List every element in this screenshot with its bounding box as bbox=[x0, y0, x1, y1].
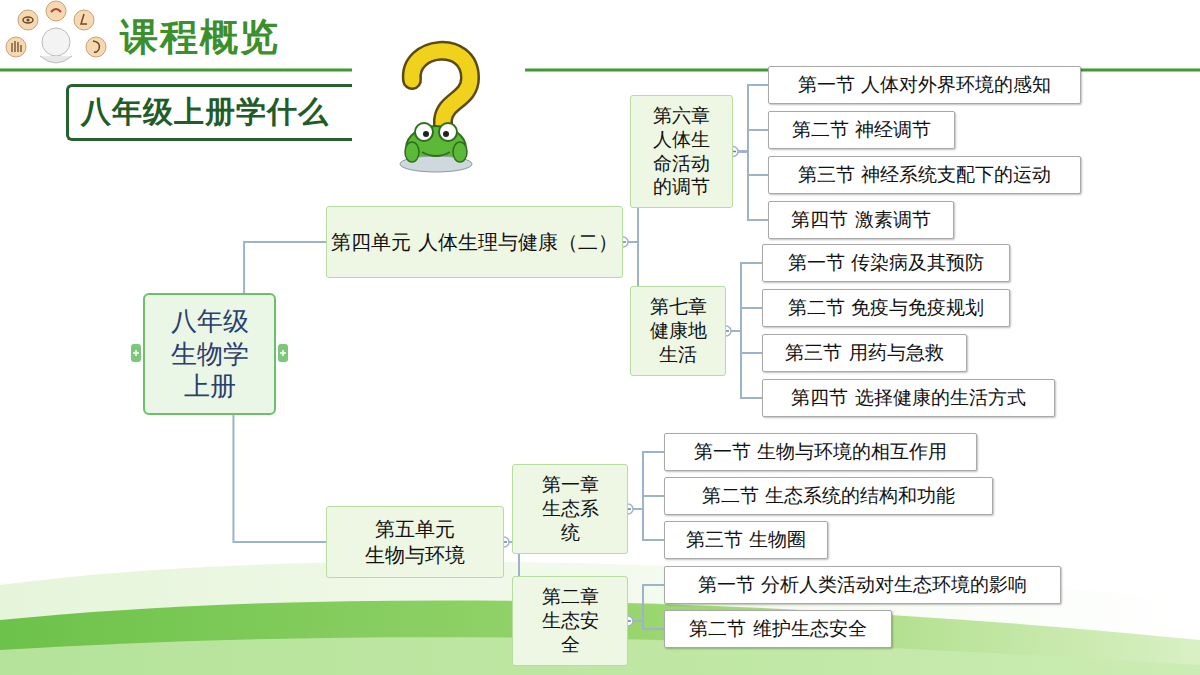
node-text: 八年级生物学上册 bbox=[171, 305, 249, 403]
tree-connector bbox=[726, 308, 762, 331]
section-node: 第三节 用药与急救 bbox=[762, 334, 967, 372]
node-text: 第一节 分析人类活动对生态环境的影响 bbox=[698, 572, 1027, 598]
node-text: 八年级上册学什么 bbox=[81, 92, 329, 133]
root-node: 八年级生物学上册 bbox=[143, 293, 276, 415]
node-text: 第二节 维护生态安全 bbox=[689, 616, 866, 642]
node-text: 第一节 传染病及其预防 bbox=[788, 250, 984, 276]
node-text: 第一节 人体对外界环境的感知 bbox=[798, 72, 1051, 98]
header-rule bbox=[0, 69, 352, 72]
node-text: 第七章 健康地生活 bbox=[650, 295, 707, 366]
cartoon-character bbox=[400, 51, 472, 172]
section-node: 第四节 选择健康的生活方式 bbox=[762, 379, 1055, 417]
tree-connector bbox=[628, 509, 664, 540]
chapter-node: 第二章 生态安全 bbox=[512, 576, 628, 666]
node-text: 第五单元 生物与环境 bbox=[327, 516, 503, 568]
section-node: 第一节 生物与环境的相互作用 bbox=[664, 433, 977, 471]
node-text: 第六章 人体生命活动的调节 bbox=[653, 104, 710, 199]
node-text: 第四单元 人体生理与健康（二） bbox=[331, 229, 617, 255]
section-node: 第二节 神经调节 bbox=[768, 111, 955, 149]
unit-node: 第四单元 人体生理与健康（二） bbox=[326, 206, 623, 278]
node-text: 第一章 生态系统 bbox=[542, 473, 599, 544]
tree-connector bbox=[733, 85, 768, 152]
section-node: 第四节 激素调节 bbox=[768, 201, 954, 239]
chapter-node: 第七章 健康地生活 bbox=[630, 286, 726, 376]
node-text: 第二节 免疫与免疫规划 bbox=[788, 295, 984, 321]
node-text: 第四节 激素调节 bbox=[791, 207, 930, 233]
node-text: 第四节 选择健康的生活方式 bbox=[791, 385, 1025, 411]
section-node: 第二节 免疫与免疫规划 bbox=[762, 289, 1010, 327]
section-node: 第二节 维护生态安全 bbox=[664, 610, 892, 648]
subtitle-box: 八年级上册学什么 bbox=[66, 84, 352, 141]
node-text: 第二节 生态系统的结构和功能 bbox=[702, 483, 955, 509]
senses-icon bbox=[6, 1, 106, 63]
chapter-node: 第一章 生态系统 bbox=[512, 464, 628, 554]
tree-connector bbox=[233, 415, 326, 542]
section-node: 第一节 人体对外界环境的感知 bbox=[768, 66, 1081, 104]
section-node: 第一节 传染病及其预防 bbox=[762, 244, 1010, 282]
bottom-wave bbox=[0, 561, 1200, 675]
tree-connector bbox=[726, 263, 762, 331]
page-title: 课程概览 bbox=[120, 12, 280, 63]
node-text: 第三节 生物圈 bbox=[686, 527, 806, 553]
section-node: 第三节 生物圈 bbox=[664, 521, 828, 559]
tree-connector bbox=[733, 130, 768, 152]
tree-connector bbox=[628, 452, 664, 509]
node-text: 第三节 神经系统支配下的运动 bbox=[798, 162, 1051, 188]
tree-connector bbox=[628, 585, 664, 621]
tree-connector bbox=[726, 331, 762, 398]
tree-connector bbox=[733, 152, 768, 221]
unit-node: 第五单元 生物与环境 bbox=[326, 506, 504, 578]
tree-connector bbox=[244, 242, 326, 293]
tree-connector bbox=[733, 152, 768, 176]
tree-connector bbox=[726, 331, 762, 353]
node-text: 第二章 生态安全 bbox=[542, 585, 599, 656]
node-text: 第一节 生物与环境的相互作用 bbox=[694, 439, 947, 465]
section-node: 第三节 神经系统支配下的运动 bbox=[768, 156, 1081, 194]
chapter-node: 第六章 人体生命活动的调节 bbox=[630, 95, 733, 208]
node-text: 第三节 用药与急救 bbox=[785, 340, 943, 366]
node-text: 第二节 神经调节 bbox=[792, 117, 931, 143]
section-node: 第一节 分析人类活动对生态环境的影响 bbox=[664, 566, 1061, 604]
section-node: 第二节 生态系统的结构和功能 bbox=[664, 477, 993, 515]
